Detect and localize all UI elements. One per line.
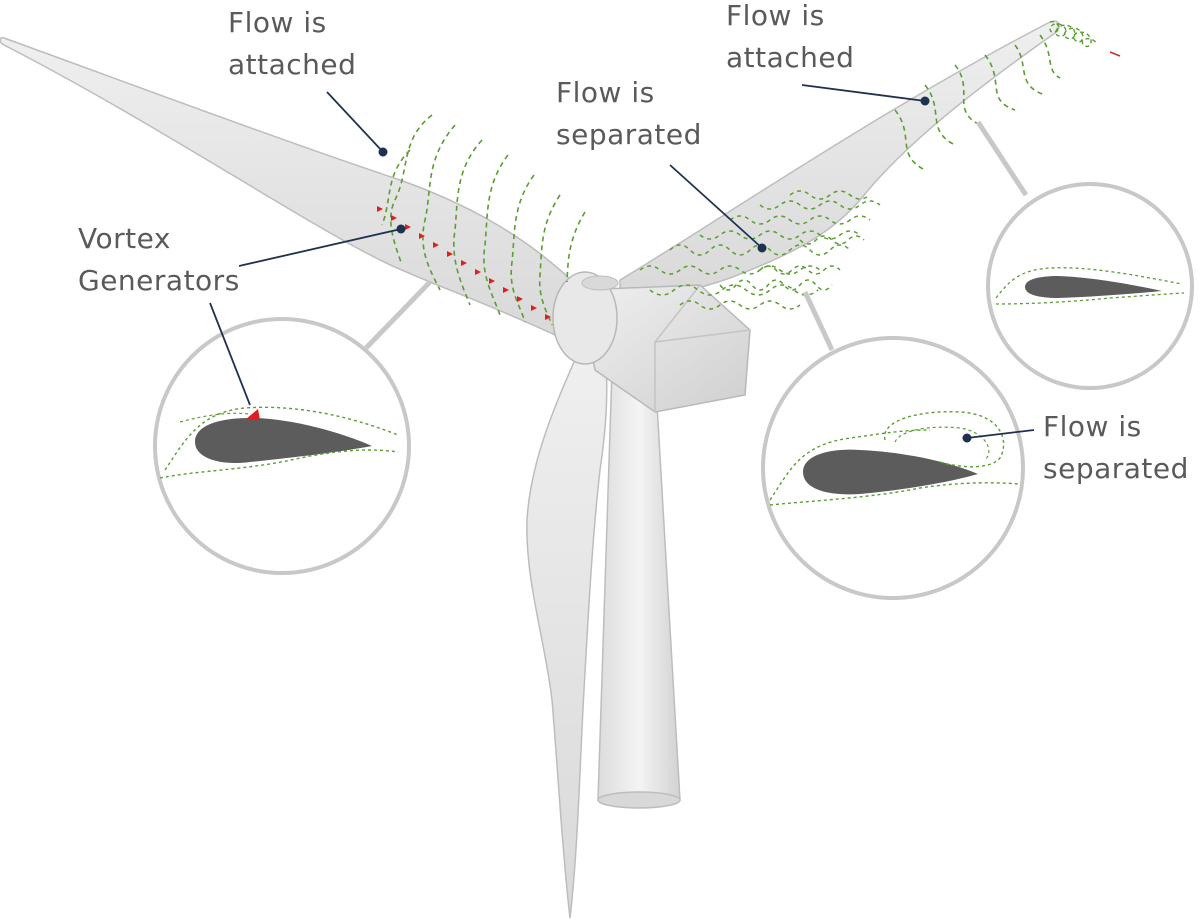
- label-line: separated: [556, 118, 702, 151]
- flow-lines-attached-left: [381, 114, 586, 326]
- label-flow-attached-left: Flow is attached: [228, 2, 356, 86]
- detail-circle-attached: [986, 182, 1194, 390]
- label-vortex-generators: Vortex Generators: [78, 218, 240, 302]
- label-line: attached: [726, 41, 855, 74]
- leader-right-attached: [801, 84, 926, 102]
- label-line: Flow is: [1043, 410, 1142, 443]
- leader-left-attached: [326, 91, 384, 153]
- label-flow-separated-detail: Flow is separated: [1043, 406, 1189, 490]
- nacelle-edge: [654, 284, 751, 412]
- vortex-generator-marker: [246, 409, 260, 420]
- label-line: Vortex: [78, 222, 171, 255]
- leader-detail-separated: [966, 429, 1035, 439]
- hub-cap: [581, 275, 619, 291]
- label-line: separated: [1043, 452, 1189, 485]
- airfoil-vortex: [195, 418, 372, 464]
- tower-base: [597, 791, 681, 809]
- label-flow-separated-center: Flow is separated: [556, 72, 702, 156]
- flow-lines-attached-right: [894, 34, 1061, 171]
- airfoil-separated: [803, 449, 978, 495]
- label-line: Flow is: [228, 6, 327, 39]
- vortex-generator-row: [377, 206, 551, 320]
- leader-dots: [378, 96, 972, 443]
- leader-vortex-detail: [209, 302, 251, 406]
- flow-lines-separated: [639, 190, 881, 310]
- label-line: Flow is: [556, 76, 655, 109]
- connector-left: [364, 280, 432, 350]
- leader-lines: [209, 84, 1035, 439]
- airfoil-attached: [1025, 276, 1162, 298]
- label-flow-attached-right: Flow is attached: [726, 0, 854, 79]
- label-line: Generators: [78, 264, 240, 297]
- blade-upper-right: [619, 20, 1060, 298]
- tower: [597, 369, 681, 801]
- connector-right: [975, 120, 1029, 197]
- detail-circle-separated: [761, 336, 1025, 600]
- label-line: attached: [228, 48, 357, 81]
- tip-vortex-red: [1109, 51, 1121, 57]
- leader-vortex: [238, 228, 402, 267]
- leader-center-separated: [669, 164, 763, 249]
- detail-circle-vortex: [153, 317, 411, 575]
- hub: [552, 271, 618, 365]
- tip-vortex: [1049, 21, 1098, 48]
- connector-center: [802, 290, 835, 352]
- label-line: Flow is: [726, 0, 825, 32]
- blade-lower: [526, 359, 608, 919]
